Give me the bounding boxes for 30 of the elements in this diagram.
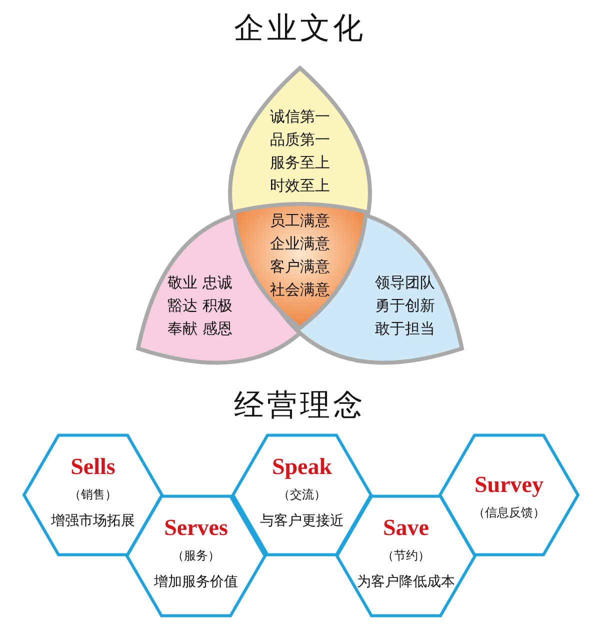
value-text: 服务至上 <box>270 154 330 172</box>
translation-text: （服务） <box>172 547 220 564</box>
value-text: 客户满意 <box>270 258 330 276</box>
value-text: 领导团队 <box>374 273 435 292</box>
translation-text: （信息反馈） <box>473 504 545 522</box>
description-text: 增强市场拓展 <box>51 512 135 530</box>
value-text: 员工满意 <box>270 212 330 230</box>
value-text: 品质第一 <box>270 130 330 150</box>
translation-text: （销售） <box>69 486 117 504</box>
keyword-title: Serves <box>164 514 228 541</box>
value-text: 奉献 感恩 <box>168 319 232 338</box>
keyword-title: Speak <box>272 454 332 480</box>
value-text: 社会满意 <box>270 280 330 300</box>
description-text: 为客户降低成本 <box>357 572 455 591</box>
value-text: 勇于创新 <box>374 296 435 316</box>
keyword-title: Sells <box>70 454 116 480</box>
value-text: 敢于担当 <box>374 319 435 338</box>
description-text: 与客户更接近 <box>260 512 344 530</box>
value-text: 企业满意 <box>270 234 330 254</box>
translation-text: （交流） <box>278 486 326 504</box>
keyword-title: Survey <box>474 472 544 498</box>
section-heading: 经营理念 <box>233 387 367 425</box>
title-heading: 企业文化 <box>233 10 367 48</box>
description-text: 增加服务价值 <box>154 572 238 591</box>
value-text: 时效至上 <box>270 176 330 196</box>
value-text: 敬业 忠诚 <box>168 273 232 292</box>
translation-text: （节约） <box>382 547 430 564</box>
value-text: 诚信第一 <box>270 108 330 126</box>
keyword-title: Save <box>383 514 429 541</box>
value-text: 豁达 积极 <box>168 296 232 316</box>
